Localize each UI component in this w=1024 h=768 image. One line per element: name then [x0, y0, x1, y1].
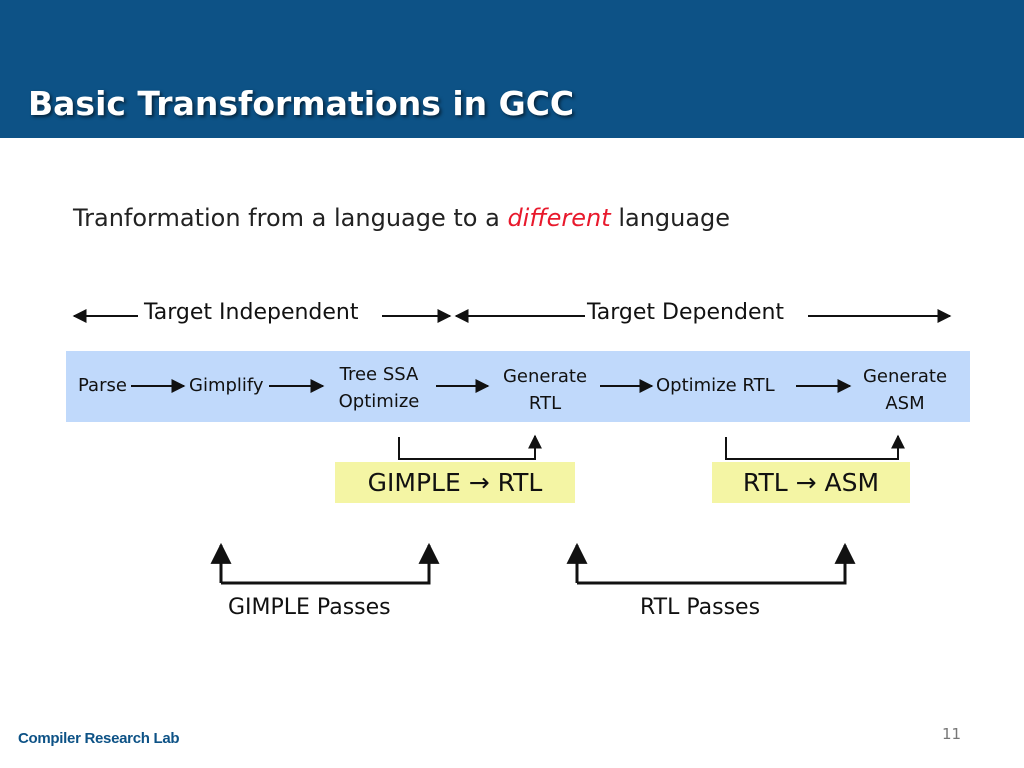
- parse-step: Parse: [78, 375, 127, 396]
- generate-rtl-line2: RTL: [528, 393, 562, 414]
- gimple-rtl-bracket: [398, 434, 542, 460]
- generate-rtl-step: Generate RTL: [494, 363, 596, 417]
- title-bar: [0, 0, 1024, 138]
- rtl-passes-label: RTL Passes: [640, 595, 761, 620]
- target-dependent-label: Target Dependent: [587, 300, 785, 325]
- tree-ssa-step: Tree SSA Optimize: [328, 361, 430, 415]
- gimple-passes-bracket: [221, 542, 440, 585]
- subtitle: Tranformation from a language to a diffe…: [73, 204, 730, 232]
- generate-asm-step: Generate ASM: [855, 363, 955, 417]
- subtitle-accent: different: [507, 204, 611, 232]
- slide-title: Basic Transformations in GCC: [28, 84, 575, 123]
- rtl-passes-bracket: [577, 542, 856, 585]
- rtl-asm-bracket: [725, 434, 905, 460]
- generate-asm-line2: ASM: [885, 393, 925, 414]
- gimple-to-rtl-box: GIMPLE → RTL: [335, 462, 575, 503]
- optimize-rtl-step: Optimize RTL: [656, 375, 775, 396]
- page-number: 11: [942, 725, 962, 743]
- rtl-to-asm-box: RTL → ASM: [712, 462, 910, 503]
- subtitle-after: language: [610, 204, 731, 232]
- target-independent-label: Target Independent: [144, 300, 359, 325]
- subtitle-before: Tranformation from a language to a: [73, 204, 508, 232]
- gimplify-step: Gimplify: [189, 375, 264, 396]
- gimple-passes-label: GIMPLE Passes: [228, 595, 391, 620]
- lab-name: Compiler Research Lab: [18, 730, 180, 747]
- generate-rtl-line1: Generate: [502, 366, 588, 387]
- tree-ssa-line1: Tree SSA: [339, 364, 419, 385]
- tree-ssa-line2: Optimize: [338, 391, 420, 412]
- generate-asm-line1: Generate: [862, 366, 948, 387]
